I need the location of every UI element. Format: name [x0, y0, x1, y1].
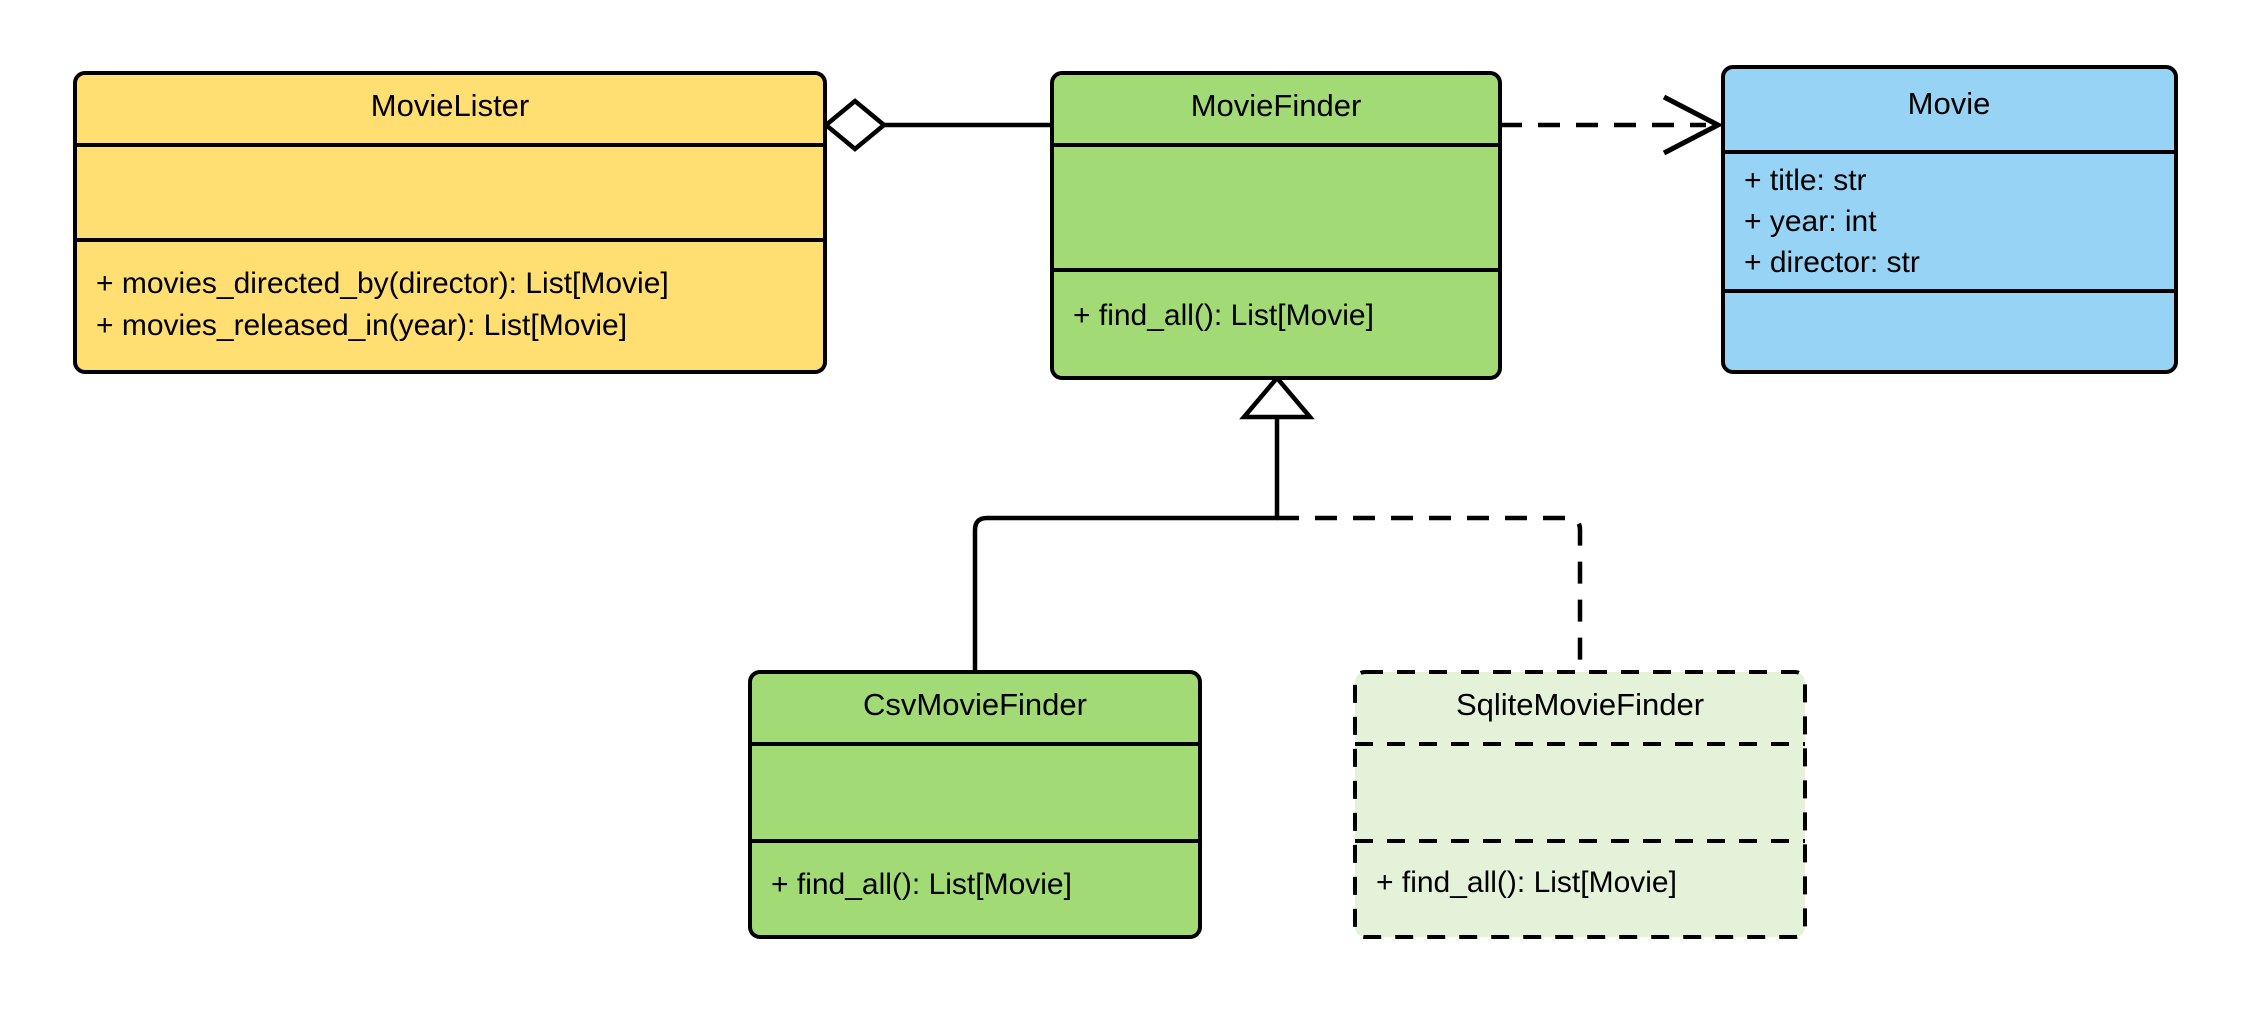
csv-movie-finder-title: CsvMovieFinder [863, 687, 1087, 722]
generalization-line-csv [972, 415, 1280, 672]
relationship-finder-depends-movie[interactable] [1500, 94, 1724, 156]
class-box-sqlite-movie-finder[interactable]: SqliteMovieFinder + find_all(): List[Mov… [1353, 670, 1807, 939]
generalization-line-sqlite [1277, 515, 1583, 672]
csv-movie-finder-frame [748, 670, 1202, 939]
movie-attribute-0: + title: str [1744, 164, 1867, 197]
movie-attribute-1: + year: int [1744, 205, 1877, 238]
movie-finder-method-0: + find_all(): List[Movie] [1073, 299, 1374, 332]
movie-attribute-2: + director: str [1744, 246, 1920, 279]
class-box-movie-finder[interactable]: MovieFinder + find_all(): List[Movie] [1050, 71, 1502, 380]
class-box-movie-lister[interactable]: MovieLister + movies_directed_by(directo… [73, 71, 827, 374]
class-box-csv-movie-finder[interactable]: CsvMovieFinder + find_all(): List[Movie] [748, 670, 1202, 939]
movie-lister-frame [73, 71, 827, 374]
sqlite-movie-finder-frame [1353, 670, 1807, 939]
open-arrow-icon [1662, 94, 1724, 156]
sqlite-movie-finder-title: SqliteMovieFinder [1456, 687, 1704, 722]
movie-finder-title: MovieFinder [1191, 88, 1362, 123]
movie-lister-method-0: + movies_directed_by(director): List[Mov… [96, 267, 669, 300]
movie-frame [1721, 65, 2178, 374]
hollow-triangle-icon [1239, 374, 1315, 420]
hollow-diamond-icon [822, 98, 888, 152]
csv-movie-finder-method-0: + find_all(): List[Movie] [771, 868, 1072, 901]
movie-finder-frame [1050, 71, 1502, 380]
class-box-movie[interactable]: Movie + title: str + year: int + directo… [1721, 65, 2178, 374]
movie-lister-method-1: + movies_released_in(year): List[Movie] [96, 309, 627, 342]
movie-lister-title: MovieLister [371, 88, 530, 123]
relationship-lister-aggregates-finder[interactable] [822, 98, 1052, 152]
relationship-sqlite-inherits-finder[interactable] [1277, 515, 1583, 672]
sqlite-movie-finder-method-0: + find_all(): List[Movie] [1376, 866, 1677, 899]
movie-title: Movie [1908, 86, 1991, 121]
relationship-csv-inherits-finder[interactable] [972, 415, 1280, 672]
